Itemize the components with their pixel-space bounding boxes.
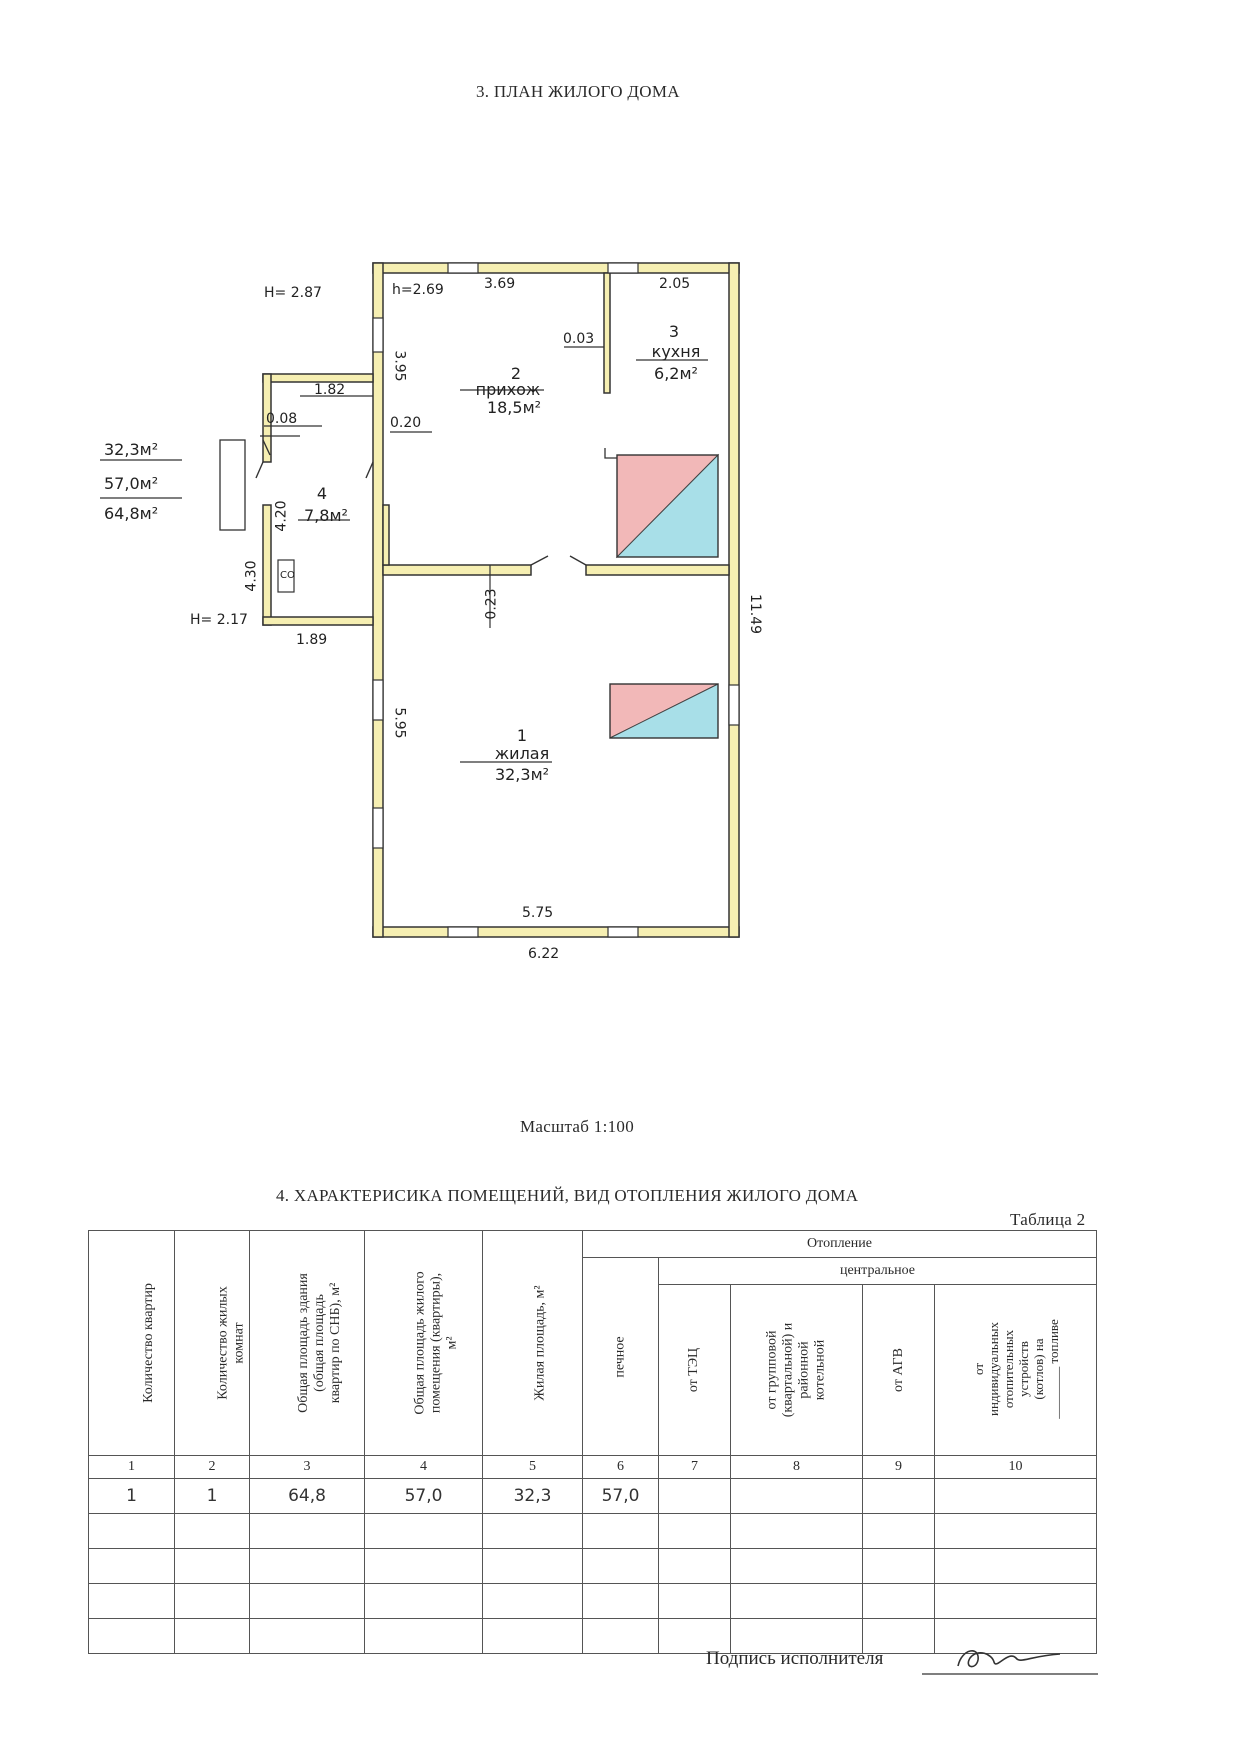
dim-kitchen-top: 2.05 bbox=[659, 276, 691, 292]
room-2-name: прихож bbox=[475, 380, 541, 399]
room-4-area: 7,8м² bbox=[304, 506, 348, 525]
total-building-area: 64,8м² bbox=[104, 504, 159, 523]
room-1-number: 1 bbox=[516, 726, 528, 745]
dim-189: 1.89 bbox=[296, 632, 328, 648]
height-label-inner: h=2.69 bbox=[392, 282, 444, 298]
header-row-2: печное центральное bbox=[89, 1257, 1097, 1456]
header-heating: Отопление bbox=[582, 1230, 1097, 1258]
cell-flats: 1 bbox=[88, 1478, 175, 1514]
height-label-top: H= 2.87 bbox=[264, 285, 322, 301]
height-label-bottom: H= 2.17 bbox=[190, 612, 248, 628]
so-label: СО bbox=[280, 570, 295, 581]
table-row bbox=[88, 1513, 1097, 1549]
wall-left bbox=[372, 262, 384, 938]
table-row bbox=[88, 1583, 1097, 1619]
wall-hall-inner bbox=[382, 504, 390, 566]
cell-living: 32,3 bbox=[482, 1478, 583, 1514]
dim-008: 0.08 bbox=[266, 411, 298, 427]
header-central: центральное bbox=[658, 1257, 1097, 1285]
wall-annex-left-lower bbox=[262, 504, 272, 626]
wall-kitchen bbox=[603, 272, 611, 394]
header-agv: от АГВ bbox=[862, 1284, 935, 1456]
wall-top bbox=[372, 262, 740, 274]
plan-scale: Масштаб 1:100 bbox=[520, 1117, 635, 1136]
cell-agv bbox=[862, 1478, 935, 1514]
dim-395: 3.95 bbox=[391, 350, 408, 382]
total-dwelling-area: 57,0м² bbox=[104, 474, 159, 493]
room-3-area: 6,2м² bbox=[654, 364, 698, 383]
cell-tec bbox=[658, 1478, 731, 1514]
dim-020: 0.20 bbox=[390, 415, 422, 431]
wall-hall-living-left bbox=[382, 564, 532, 576]
total-living-area: 32,3м² bbox=[104, 440, 159, 459]
table-row bbox=[88, 1618, 1097, 1654]
table-label: Таблица 2 bbox=[1010, 1210, 1086, 1229]
wall-annex-left-upper bbox=[262, 373, 272, 463]
cell-stove: 57,0 bbox=[582, 1478, 659, 1514]
floor-plan-drawing bbox=[100, 262, 740, 938]
cell-individual bbox=[934, 1478, 1097, 1514]
room-3-name: кухня bbox=[651, 342, 701, 361]
room-3-number: 3 bbox=[668, 322, 680, 341]
wall-hall-living-right bbox=[585, 564, 730, 576]
header-flats-count: Количество квартир bbox=[88, 1230, 175, 1456]
room-1-area: 32,3м² bbox=[494, 765, 550, 784]
signature-mark bbox=[922, 1650, 1098, 1675]
plan-title: 3. ПЛАН ЖИЛОГО ДОМА bbox=[476, 82, 680, 101]
dim-595: 5.95 bbox=[391, 707, 408, 739]
wall-right bbox=[728, 262, 740, 938]
room-4-number: 4 bbox=[316, 484, 328, 503]
wall-bottom bbox=[372, 926, 740, 938]
stove-lower bbox=[609, 683, 719, 739]
section4-title: 4. ХАРАКТЕРИСИКА ПОМЕЩЕНИЙ, ВИД ОТОПЛЕНИ… bbox=[276, 1186, 859, 1205]
dim-182: 1.82 bbox=[314, 382, 346, 398]
column-numbers-row: 1 2 3 4 5 6 7 8 9 10 bbox=[88, 1455, 1097, 1479]
porch bbox=[219, 439, 246, 531]
dim-top: 3.69 bbox=[484, 276, 516, 292]
room-2-area: 18,5м² bbox=[486, 398, 542, 417]
dim-003: 0.03 bbox=[563, 331, 595, 347]
dim-430: 4.30 bbox=[243, 560, 260, 592]
cell-rooms: 1 bbox=[174, 1478, 250, 1514]
dim-023: 0.23 bbox=[483, 588, 500, 620]
room-2-number: 2 bbox=[510, 364, 522, 383]
signature-label: Подпись исполнителя bbox=[706, 1648, 884, 1669]
so-box bbox=[277, 559, 295, 593]
table-row: 1 1 64,8 57,0 32,3 57,0 bbox=[88, 1478, 1097, 1514]
dim-575: 5.75 bbox=[522, 905, 554, 921]
table-row bbox=[88, 1548, 1097, 1584]
dim-622: 6.22 bbox=[528, 946, 560, 962]
stove-upper bbox=[604, 448, 720, 559]
wall-annex-bottom bbox=[262, 616, 374, 626]
header-stove: печное bbox=[582, 1257, 659, 1456]
header-living-area: Жилая площадь, м² bbox=[482, 1230, 583, 1456]
header-tec: от ТЭЦ bbox=[658, 1284, 731, 1456]
cell-boiler bbox=[730, 1478, 863, 1514]
cell-total-building: 64,8 bbox=[249, 1478, 365, 1514]
room-1-name: жилая bbox=[494, 744, 550, 763]
wall-annex-top bbox=[262, 373, 374, 383]
dim-1149: 11.49 bbox=[747, 593, 764, 635]
cell-total-dwelling: 57,0 bbox=[364, 1478, 483, 1514]
